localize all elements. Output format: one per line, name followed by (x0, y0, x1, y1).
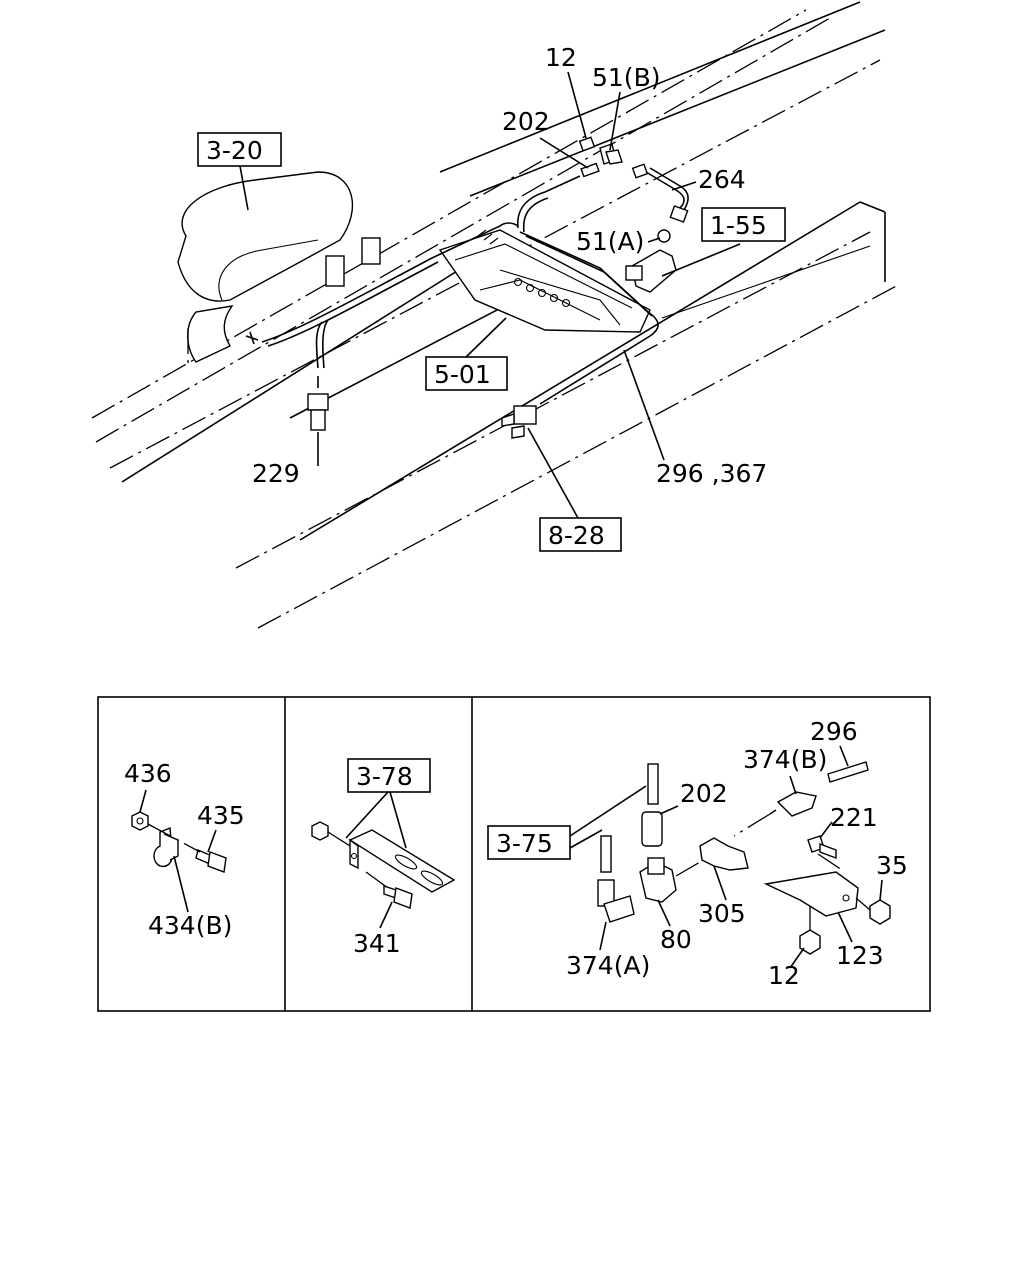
callout-264: 264 (698, 165, 746, 194)
callout-123: 123 (836, 941, 884, 970)
pipe-segment-upper (647, 763, 659, 805)
nut-436 (131, 811, 149, 831)
clip-434b (153, 827, 179, 868)
ref-3-78: 3-78 (356, 762, 413, 791)
callout-51a: 51(A) (576, 227, 644, 256)
callout-12: 12 (545, 43, 577, 72)
callout-296: 296 (810, 717, 858, 746)
fuel-tank (177, 171, 381, 364)
detail-panel-bracket: 3-78 341 (311, 758, 456, 958)
callout-305: 305 (698, 899, 746, 928)
upper-reference-boxes: 3-20 1-55 5-01 8-28 (197, 132, 786, 552)
fitting-80 (639, 857, 677, 903)
transmission-pan (438, 229, 651, 333)
callout-374a: 374(A) (566, 951, 650, 980)
callout-341: 341 (353, 929, 401, 958)
callout-296-367: 296 ,367 (656, 459, 767, 488)
ref-box-3-75 (487, 825, 571, 860)
detail-panel-fittings: 3-75 (487, 717, 908, 990)
bracket-123 (763, 853, 859, 932)
ref-3-75: 3-75 (496, 829, 553, 858)
ref-3-20: 3-20 (206, 136, 263, 165)
fitting-374b (769, 791, 817, 817)
pipe-segment-lower (600, 835, 612, 873)
callout-51b: 51(B) (592, 63, 660, 92)
upper-fittings (578, 136, 689, 293)
detail-panel-clip: 436 435 434(B) (124, 759, 245, 940)
ref-box-3-20 (197, 132, 282, 167)
callout-221: 221 (830, 803, 878, 832)
ref-box-3-78 (347, 758, 431, 793)
ref-box-8-28 (539, 517, 622, 552)
bolt-435 (195, 849, 227, 873)
callout-374b: 374(B) (743, 745, 827, 774)
connector-202 (641, 811, 663, 847)
bracket-plate (348, 829, 456, 893)
callout-436: 436 (124, 759, 172, 788)
callout-434b: 434(B) (148, 911, 232, 940)
nut-bracket (311, 821, 329, 841)
callout-12b: 12 (768, 961, 800, 990)
callout-80: 80 (660, 925, 692, 954)
ref-box-5-01 (425, 356, 508, 391)
bolt-341 (383, 885, 413, 909)
ref-1-55: 1-55 (710, 211, 767, 240)
nut-35 (869, 899, 891, 925)
upper-callouts: 12 51(B) 202 264 51(A) 229 296 ,367 (252, 43, 767, 488)
brake-pipe (245, 175, 659, 405)
ref-5-01: 5-01 (434, 360, 491, 389)
valve-8-28 (501, 405, 537, 439)
upper-assembly-view (91, 1, 901, 629)
fitting-374a (597, 879, 635, 923)
callout-202: 202 (502, 107, 550, 136)
callout-202: 202 (680, 779, 728, 808)
fitting-229 (307, 376, 329, 431)
callout-229: 229 (252, 459, 300, 488)
pipe-296 (827, 761, 869, 783)
ref-8-28: 8-28 (548, 521, 605, 550)
union-305 (699, 837, 749, 871)
bolt-221 (807, 835, 837, 860)
callout-435: 435 (197, 801, 245, 830)
ref-box-1-55 (701, 207, 786, 242)
nut-12 (799, 929, 821, 955)
callout-35: 35 (876, 851, 908, 880)
